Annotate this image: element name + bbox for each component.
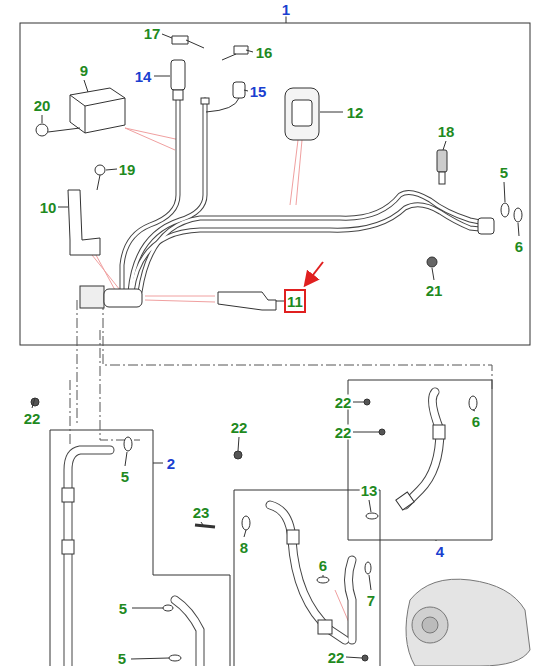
callout-number: 22 [334,425,353,440]
callout-number: 6 [471,414,481,429]
callout-number: 22 [334,395,353,410]
callout-number: 5 [118,601,128,616]
callout-number: 2 [166,456,176,471]
callout-number: 5 [117,650,127,665]
callout-number: 4 [435,544,445,559]
callout-number: 14 [134,69,153,84]
callout-number: 9 [79,63,89,78]
callout-number: 22 [327,650,346,665]
callout-number: 7 [366,593,376,608]
callout-number: 11 [286,294,304,309]
callout-number: 13 [360,483,379,498]
callout-number: 16 [255,45,274,60]
callout-number: 6 [318,558,328,573]
callout-number: 17 [143,26,162,41]
callout-number: 21 [425,283,444,298]
callout-number: 15 [249,84,268,99]
callout-number: 8 [239,540,249,555]
callout-number: 20 [33,98,52,113]
callout-number: 6 [514,239,524,254]
callout-number: 19 [118,162,137,177]
callout-number: 22 [230,420,249,435]
callout-number: 22 [23,411,42,426]
callout-number: 12 [346,105,365,120]
callout-number: 5 [120,469,130,484]
callout-number: 5 [499,165,509,180]
callout-number: 1 [281,1,291,16]
callout-number: 23 [192,505,211,520]
callout-number: 18 [437,124,456,139]
callout-number: 10 [39,200,58,215]
